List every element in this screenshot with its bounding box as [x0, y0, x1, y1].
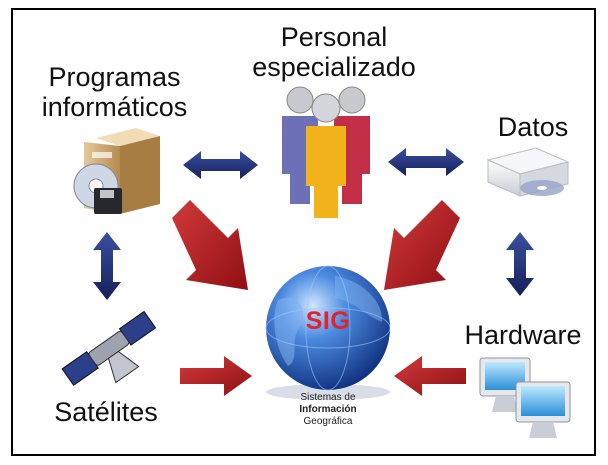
arrow-satelites-to-sig	[180, 356, 252, 396]
sig-caption: Sistemas de Información Geográfica	[278, 392, 378, 428]
software-box-icon	[73, 128, 160, 214]
label-hardware: Hardware	[464, 320, 582, 350]
label-datos: Datos	[497, 112, 569, 142]
arrow-datos-hardware	[506, 232, 534, 296]
caption-line3: Geográfica	[303, 416, 353, 427]
computer-monitors-icon	[479, 357, 571, 438]
disc-drive-icon	[486, 147, 570, 197]
arrow-hardware-to-sig	[394, 356, 466, 396]
globe-icon	[265, 265, 391, 400]
label-satelites: Satélites	[54, 397, 158, 427]
label-programas-line1: Programas	[48, 62, 181, 92]
label-personal-line2: especializado	[252, 52, 416, 83]
people-group-icon	[282, 86, 370, 218]
satellite-icon	[61, 310, 157, 386]
arrow-programas-to-sig	[172, 200, 248, 290]
arrow-programas-personal	[183, 151, 258, 179]
label-programas-line2: informáticos	[41, 92, 188, 123]
sig-acronym: SIG	[305, 307, 351, 335]
label-personal-especializado: Personal especializado	[244, 22, 424, 82]
caption-line1: Sistemas de	[300, 392, 356, 403]
arrow-datos-to-sig	[384, 200, 460, 290]
label-personal-line1: Personal	[280, 22, 388, 52]
caption-line2: Información	[299, 404, 357, 415]
arrow-programas-satelites	[93, 232, 121, 300]
label-programas-informaticos: Programas informáticos	[27, 62, 202, 122]
arrow-personal-datos	[388, 148, 464, 176]
